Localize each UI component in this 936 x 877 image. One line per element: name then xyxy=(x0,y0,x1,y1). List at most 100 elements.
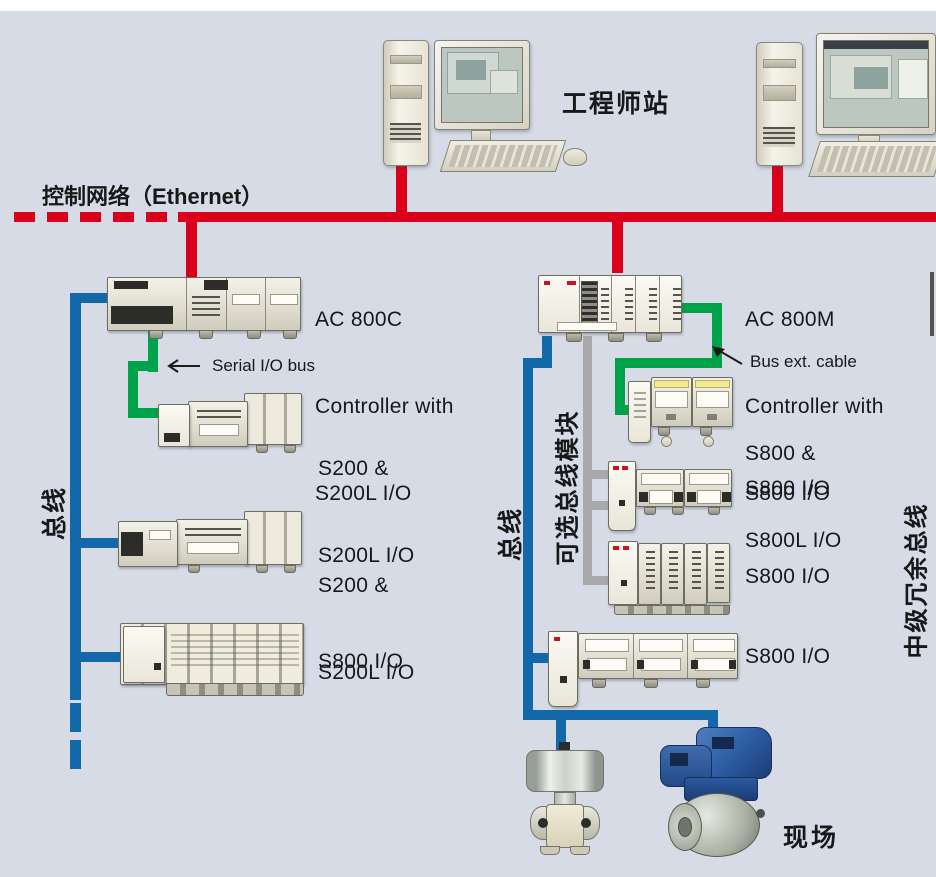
abb-logo xyxy=(544,281,550,285)
ac800c-controller xyxy=(107,275,301,343)
bus-ext-cable-label: Bus ext. cable xyxy=(750,352,857,371)
label-window xyxy=(696,391,729,408)
module-foot xyxy=(256,565,268,573)
field-instruments-label: 现场 仪表 xyxy=(783,748,839,877)
controller-body xyxy=(538,275,682,333)
module-separator xyxy=(611,276,612,332)
module-foot xyxy=(149,330,163,339)
bus-ext-cable-v1 xyxy=(712,303,722,368)
s800-right1-label: S800 I/O xyxy=(745,477,831,500)
ethernet-line xyxy=(178,212,936,222)
left-bus-vertical xyxy=(70,293,81,700)
vent-slots xyxy=(669,551,678,593)
ac800m-title-line3: S800 I/O xyxy=(745,482,831,505)
terminal-strip xyxy=(557,322,617,331)
module-wheel xyxy=(661,436,672,447)
screen-titlebar xyxy=(824,41,928,49)
io-module-block xyxy=(176,519,248,565)
terminal-slot xyxy=(637,660,644,669)
vent-slots xyxy=(601,288,609,320)
connector xyxy=(164,433,180,442)
module-feet xyxy=(614,605,730,615)
bus-ext-cable-h2 xyxy=(615,358,722,368)
module-foot xyxy=(199,330,213,339)
s800-io-module-right-1 xyxy=(608,461,734,531)
terminal-slot xyxy=(583,660,590,669)
vent-slots xyxy=(649,288,657,320)
ac800c-title-line2: Controller with xyxy=(315,395,454,418)
module-separator xyxy=(659,276,660,332)
bus-adapter xyxy=(608,541,638,605)
vent-slots xyxy=(185,528,241,536)
bus-ext-cable-to-module xyxy=(615,405,637,415)
serial-io-bus-label: Serial I/O bus xyxy=(212,356,315,375)
monitor xyxy=(434,40,530,130)
yellow-label-strip xyxy=(654,380,689,388)
ethernet-drop-ac800c xyxy=(186,222,197,278)
module-separator xyxy=(226,278,227,330)
left-bus-dash-2 xyxy=(70,740,81,769)
monitor-screen xyxy=(441,47,523,123)
s800-right2-label: S800 I/O xyxy=(745,565,831,588)
io-module-rack xyxy=(578,633,738,679)
terminal-slot xyxy=(691,660,698,669)
bus-ext-cable-callout: Bus ext. cable xyxy=(710,344,857,372)
module-separator xyxy=(635,276,636,332)
control-valve xyxy=(660,727,778,861)
io-module-block xyxy=(638,543,661,605)
left-bus-vertical-label: 总线 xyxy=(40,485,69,541)
module-foot xyxy=(247,330,261,339)
serial-io-bus-jog-h xyxy=(128,361,158,371)
engineer-workstation-2 xyxy=(756,33,936,178)
valve-flange-bore xyxy=(678,817,692,837)
module-foot xyxy=(283,330,297,339)
s800-s800l-line2: S800L I/O xyxy=(745,529,842,552)
module-foot xyxy=(284,565,296,573)
transmitter-base xyxy=(540,846,560,855)
ac800m-title: AC 800M Controller with S800 I/O xyxy=(745,247,884,566)
left-bus-dash-1 xyxy=(70,703,81,732)
s200-row1-line2: S200L I/O xyxy=(318,544,415,567)
screen-window xyxy=(854,67,888,89)
module-foot xyxy=(672,507,684,515)
engineer-workstation-1 xyxy=(383,40,593,175)
optional-bus-vertical-label: 可选总线模块 xyxy=(554,409,582,565)
terminal-slot xyxy=(674,492,683,502)
tower-vents xyxy=(390,123,421,143)
connector xyxy=(619,500,625,506)
transmitter-housing xyxy=(526,750,604,792)
right-bus-vertical xyxy=(523,358,533,720)
s200-row2-label: S200 & S200L I/O xyxy=(318,513,414,745)
left-bus-branch-row2 xyxy=(75,538,121,548)
up-left-arrow-icon xyxy=(712,346,743,365)
bus-adapter xyxy=(118,521,178,567)
module-foot xyxy=(592,679,606,688)
network-label: 控制网络（Ethernet） xyxy=(42,184,264,209)
ethernet-drop-ac800m xyxy=(612,222,623,273)
left-arrow-icon xyxy=(167,359,200,373)
drive-bay xyxy=(390,55,422,64)
label-window xyxy=(689,473,729,485)
io-module-block xyxy=(684,543,707,605)
page-top-margin xyxy=(0,0,936,11)
ac800c-title: AC 800C Controller with S200L I/O xyxy=(315,247,454,566)
terminal-slot xyxy=(639,492,648,502)
serial-io-bus-vertical xyxy=(128,361,138,418)
status-led xyxy=(613,546,619,550)
serial-io-bus-callout: Serial I/O bus xyxy=(166,356,315,376)
transmitter-cap xyxy=(559,742,570,751)
screen-window xyxy=(490,70,518,94)
label-window xyxy=(641,473,681,485)
optional-bus-branch-3 xyxy=(583,576,612,585)
right-bus-stub xyxy=(542,336,552,368)
module-separator xyxy=(633,634,634,678)
ac800c-title-line3: S200L I/O xyxy=(315,482,412,505)
status-led xyxy=(567,281,576,285)
left-bus-top-branch xyxy=(70,293,112,303)
keyboard xyxy=(808,141,936,177)
s200-row1-line1: S200 & xyxy=(318,457,389,480)
status-led xyxy=(613,466,619,470)
bus-adapter xyxy=(628,381,651,443)
ethernet-line-dashed xyxy=(14,212,180,222)
io-module-block xyxy=(188,401,248,447)
